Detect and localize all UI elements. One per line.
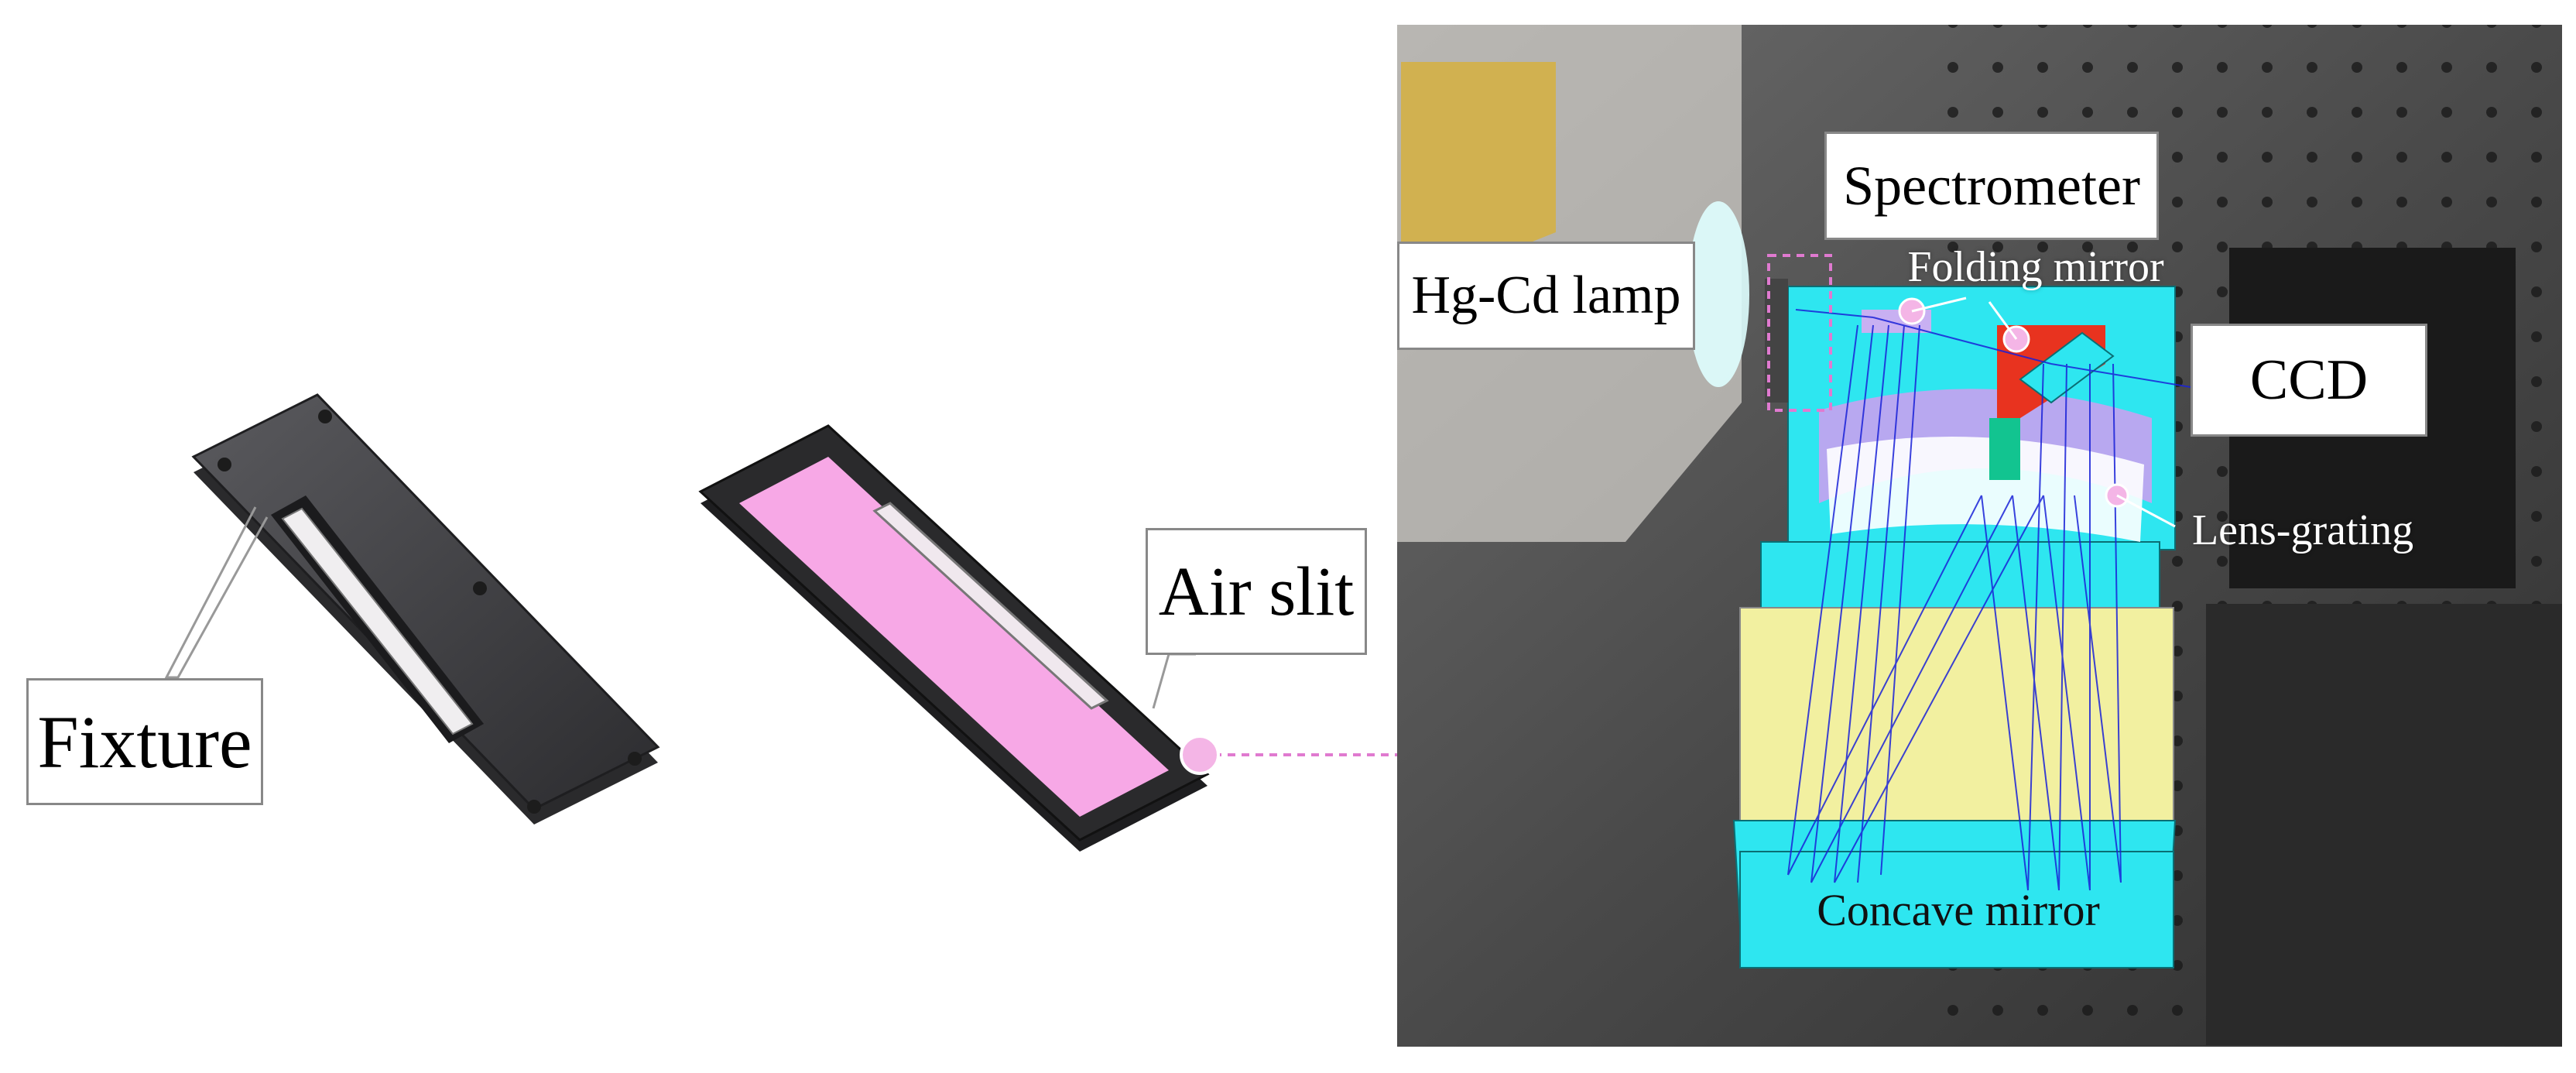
fixture-part xyxy=(191,393,660,824)
folding-mirror-leader-1 xyxy=(1911,297,1967,313)
ray xyxy=(1810,495,2013,883)
air-slit-opening xyxy=(872,502,1109,710)
ray xyxy=(2058,363,2067,891)
fixture-hole xyxy=(628,752,642,766)
ray xyxy=(2043,495,2091,891)
ray xyxy=(1834,324,1889,883)
lens-grating-label: Lens-grating xyxy=(2191,506,2414,554)
ray xyxy=(2027,363,2044,891)
fixture-slot-window xyxy=(281,507,474,735)
ray xyxy=(2074,495,2122,883)
folding-mirror-leader-2 xyxy=(1988,301,2018,340)
air-slit-marker xyxy=(1180,735,1220,775)
spectrometer-label: Spectrometer xyxy=(1824,132,2159,240)
ray xyxy=(1787,495,1982,876)
ccd-label: CCD xyxy=(2191,324,2427,437)
fixture-top-face xyxy=(191,393,660,811)
spectrometer-diagram xyxy=(1732,279,2177,968)
kapton-tape xyxy=(1401,62,1556,294)
ray xyxy=(1787,324,1858,876)
lamp-glow xyxy=(1687,201,1749,387)
green-block xyxy=(1989,418,2020,480)
air-slit-callout-tail xyxy=(1152,653,1196,709)
fixture-hole xyxy=(473,581,487,595)
fixture-hole xyxy=(527,800,541,814)
ray xyxy=(2050,363,2191,388)
ray-bundle xyxy=(1787,309,2191,891)
hg-cd-lamp-label: Hg-Cd lamp xyxy=(1397,242,1695,350)
spectrometer-mid-body xyxy=(1760,541,2160,612)
ray xyxy=(2012,495,2060,891)
concave-mirror-label: Concave mirror xyxy=(1817,884,2100,935)
folding-mirror-label: Folding mirror xyxy=(1907,243,2164,291)
fixture-hole xyxy=(318,410,332,423)
fixture-hole xyxy=(218,458,231,471)
ray xyxy=(1834,495,2044,883)
slit-location-box xyxy=(1767,254,1832,412)
ray xyxy=(2112,363,2122,883)
yellow-housing xyxy=(1739,607,2174,825)
fixture-label: Fixture xyxy=(26,678,263,805)
ray xyxy=(1857,324,1905,883)
fixture-callout-tail xyxy=(164,506,269,679)
lens-grating-leader xyxy=(2116,494,2176,528)
air-slit-pink-surface xyxy=(739,457,1169,817)
ray xyxy=(1872,317,2052,365)
mount-block xyxy=(2206,604,2562,1045)
ray xyxy=(1795,309,1874,318)
ray xyxy=(1981,495,2029,891)
air-slit-part xyxy=(698,424,1210,852)
ray xyxy=(1810,324,1874,883)
air-slit-label: Air slit xyxy=(1146,528,1367,655)
